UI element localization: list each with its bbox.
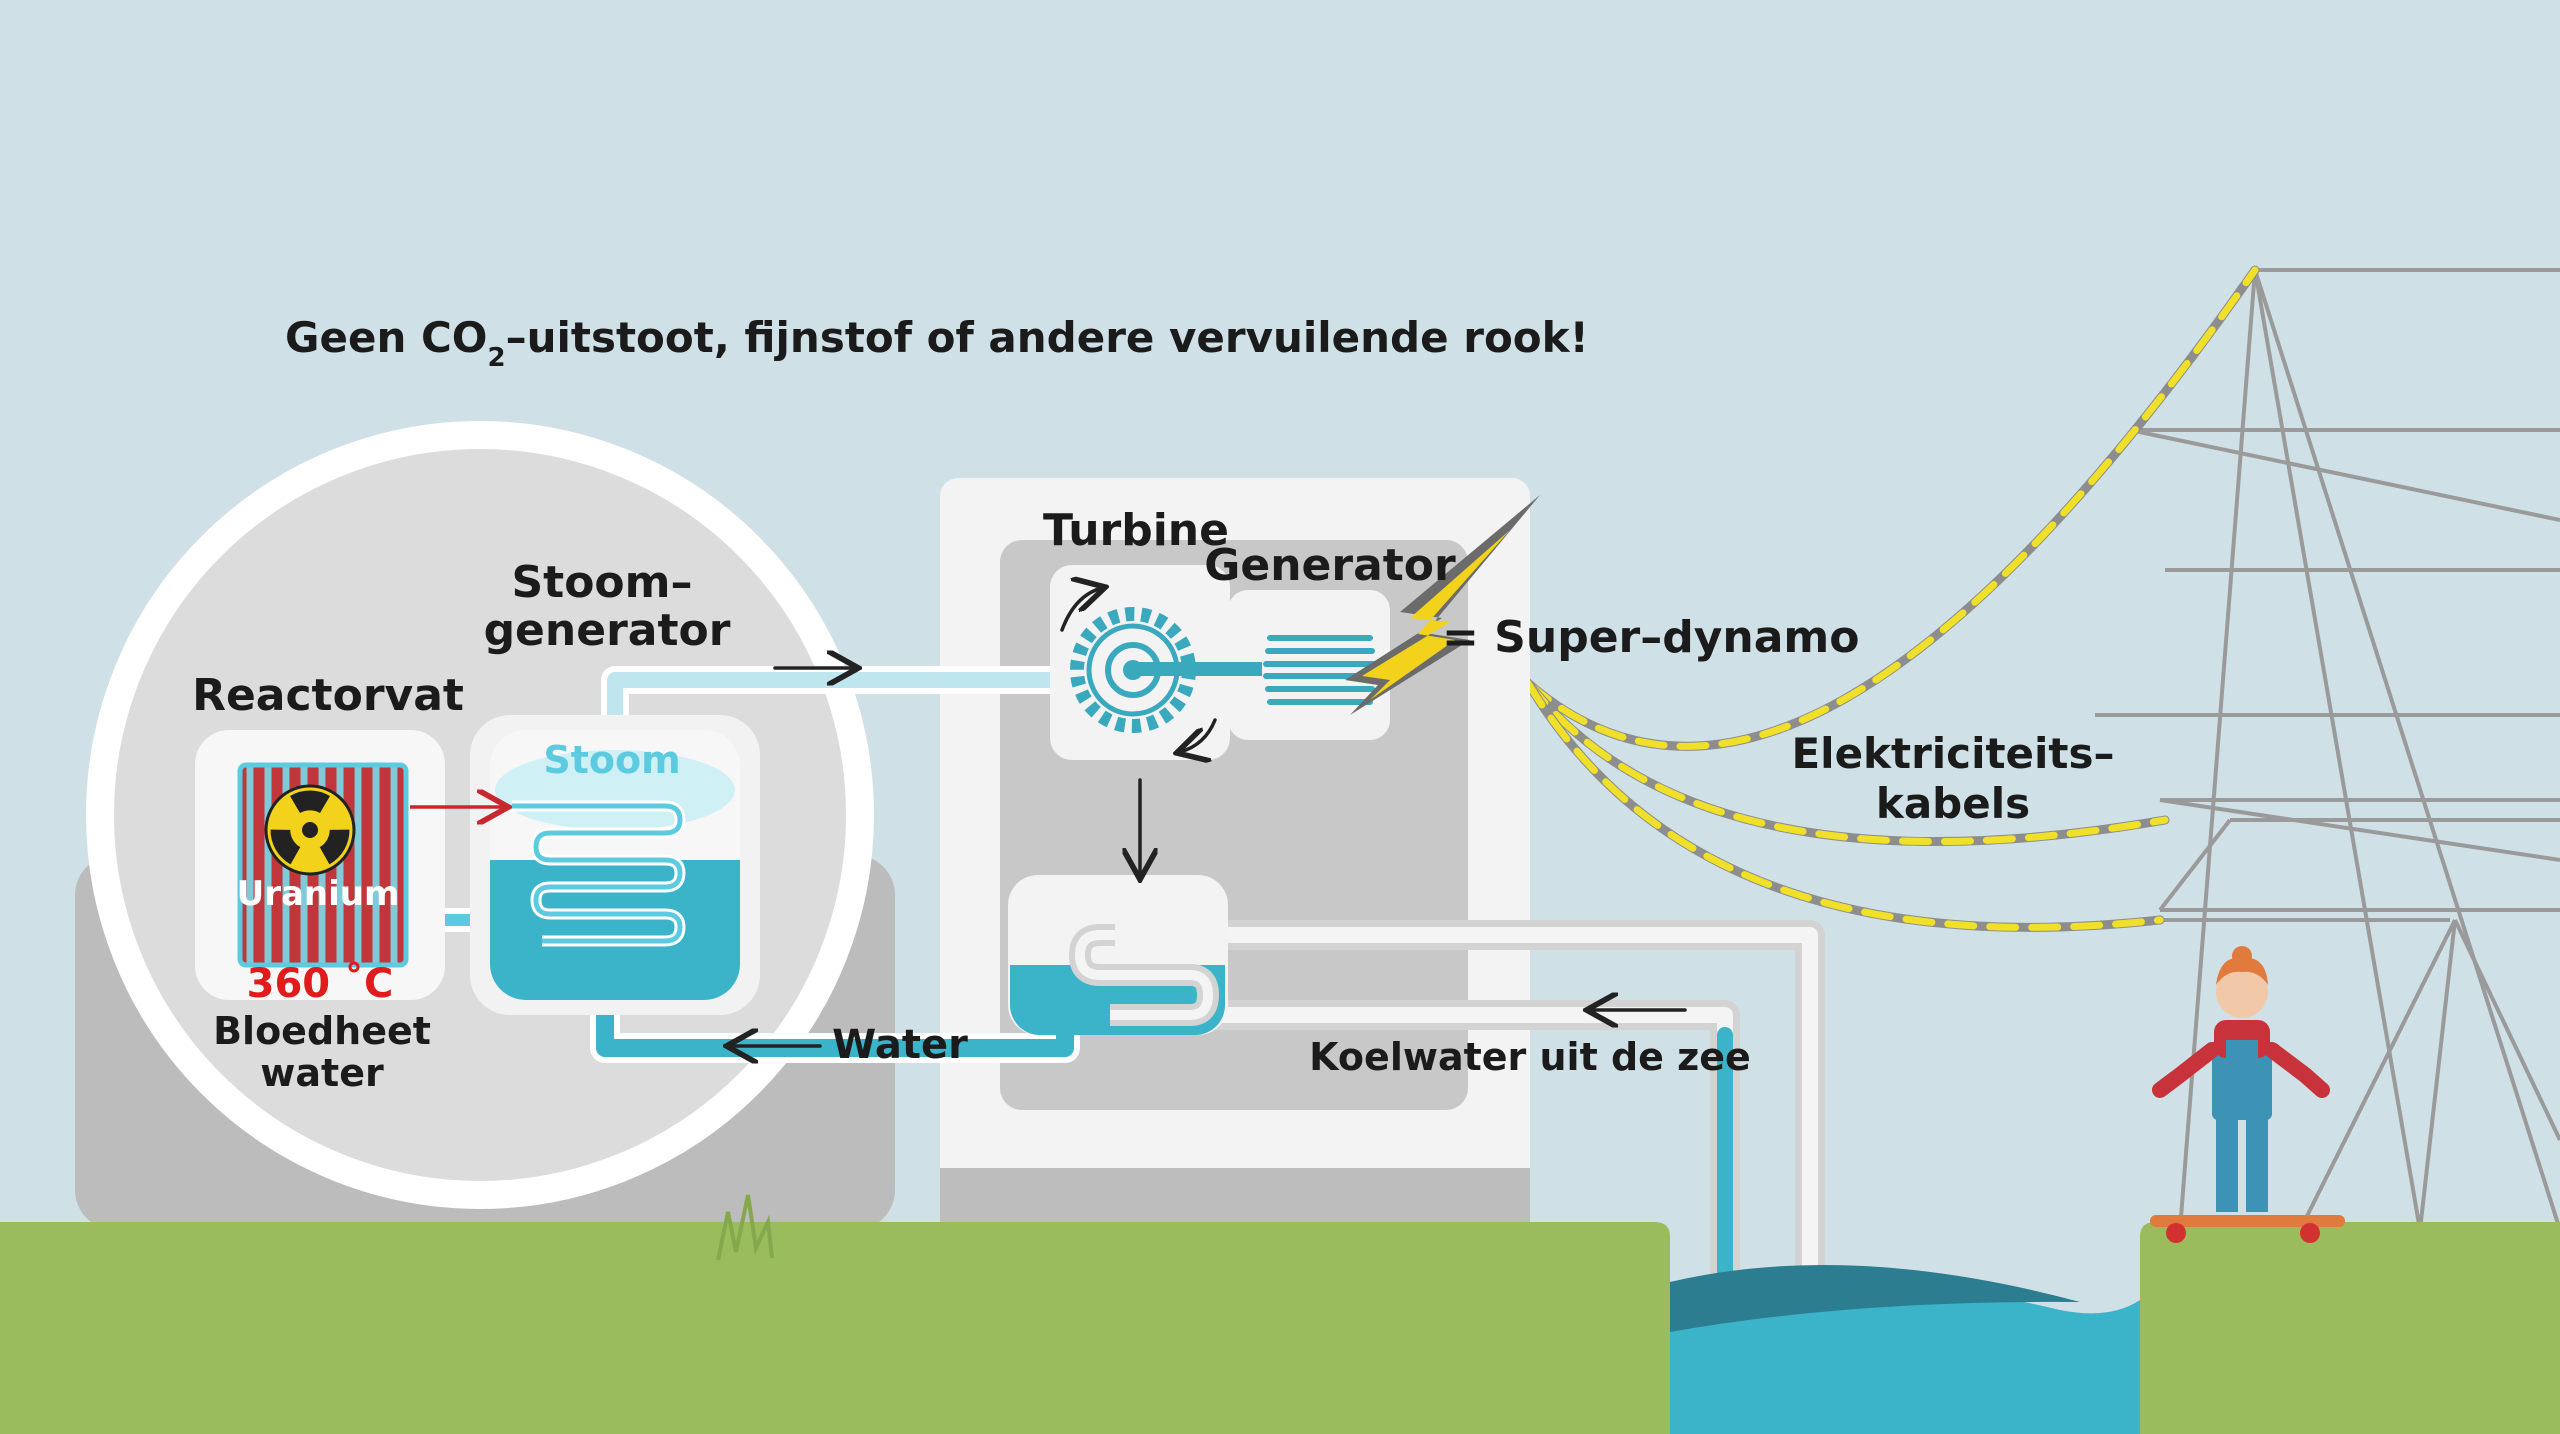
lightning-icon <box>1345 495 1540 715</box>
radiation-icon <box>264 784 356 876</box>
grass-tuft <box>716 1194 774 1261</box>
skateboarder <box>2150 946 2345 1243</box>
label-stoomgenerator-line1: Stoom– <box>511 557 692 608</box>
headline: Geen CO2–uitstoot, fijnstof of andere ve… <box>285 313 1589 373</box>
label-generator: Generator <box>1204 540 1456 591</box>
sea <box>1670 1278 2140 1434</box>
label-kabels-line1: Elektriciteits– <box>1791 729 2114 778</box>
turbine-rotation-arrow-top <box>1060 588 1102 632</box>
sea-surface <box>1670 1265 2080 1332</box>
label-uranium: Uranium <box>237 874 400 914</box>
label-water-reactor: water <box>260 1051 384 1095</box>
generator <box>1133 590 1390 740</box>
grass-left <box>0 1222 1670 1434</box>
steam-generator <box>470 715 760 1015</box>
turbine-rotation-arrow-bottom <box>1180 718 1217 752</box>
electricity-cables <box>1523 265 2260 932</box>
label-reactorvat: Reactorvat <box>192 670 464 721</box>
electricity-pylon <box>2095 268 2560 1231</box>
label-super-dynamo: = Super–dynamo <box>1442 612 1860 663</box>
grass-right <box>2140 1222 2560 1434</box>
label-turbine: Turbine <box>1043 505 1229 556</box>
turbine-hall-base <box>940 1168 1530 1230</box>
label-stoomgenerator-line2: generator <box>484 605 731 656</box>
flow-arrows <box>730 588 1687 1046</box>
label-water: Water <box>832 1022 968 1068</box>
label-stoom: Stoom <box>543 738 680 782</box>
label-koelwater: Koelwater uit de zee <box>1309 1035 1751 1079</box>
condenser <box>1008 875 1228 1035</box>
label-temperature: 360 ˚C <box>247 960 394 1007</box>
label-kabels-line2: kabels <box>1876 779 2030 828</box>
label-bloedheet: Bloedheet <box>213 1009 431 1053</box>
